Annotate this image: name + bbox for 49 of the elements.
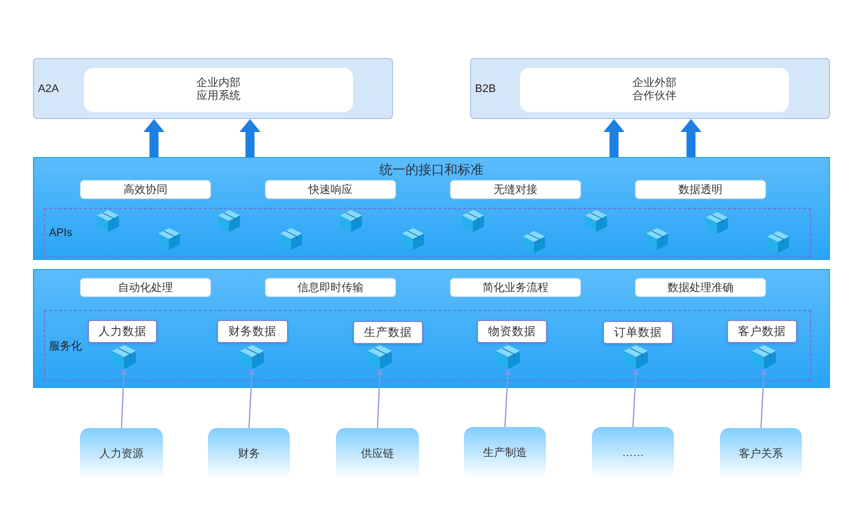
arrow bbox=[504, 369, 511, 428]
cube-icon bbox=[752, 345, 776, 369]
block-arrow bbox=[680, 119, 702, 157]
feature-tag: 信息即时传输 bbox=[265, 278, 396, 297]
arrow bbox=[120, 369, 127, 428]
data-tag: 财务数据 bbox=[217, 320, 288, 343]
feature-tag: 简化业务流程 bbox=[450, 278, 581, 297]
feature-tag: 数据处理准确 bbox=[635, 278, 766, 297]
feature-tag: 数据透明 bbox=[635, 180, 766, 199]
group-label: 服务化 bbox=[49, 339, 82, 353]
source-box: 财务 bbox=[208, 428, 290, 479]
data-tag: 订单数据 bbox=[603, 321, 673, 344]
system-box: 企业外部合作伙伴 bbox=[520, 68, 789, 112]
block-arrow bbox=[144, 119, 164, 157]
dashed-group bbox=[44, 208, 811, 257]
source-box: 客户关系 bbox=[720, 428, 802, 479]
feature-tag: 高效协同 bbox=[80, 180, 211, 199]
arrow bbox=[632, 369, 639, 428]
data-tag: 生产数据 bbox=[353, 321, 423, 344]
layer-label: A2A bbox=[38, 82, 59, 94]
source-box: 供应链 bbox=[336, 428, 419, 479]
feature-tag: 快速响应 bbox=[265, 180, 396, 199]
feature-tag: 自动化处理 bbox=[80, 278, 211, 297]
layer-panel bbox=[33, 269, 830, 388]
layer-panel bbox=[33, 157, 830, 260]
data-tag: 人力数据 bbox=[88, 320, 157, 343]
system-box: 企业内部应用系统 bbox=[84, 68, 353, 112]
data-tag: 物资数据 bbox=[477, 320, 547, 343]
block-arrow bbox=[240, 119, 260, 157]
dashed-group bbox=[44, 310, 811, 381]
layer-panel bbox=[33, 58, 393, 119]
block-arrow bbox=[604, 119, 624, 157]
feature-tag: 无缝对接 bbox=[450, 180, 581, 199]
cube-icon bbox=[368, 345, 392, 369]
arrow bbox=[760, 369, 767, 428]
group-label: APIs bbox=[49, 226, 72, 238]
cube-icon bbox=[496, 345, 520, 369]
source-box: …… bbox=[592, 427, 674, 478]
arrow bbox=[248, 369, 255, 428]
layer-label: B2B bbox=[475, 82, 496, 94]
cube-icon bbox=[624, 345, 648, 369]
source-box: 人力资源 bbox=[80, 428, 163, 479]
cube-icon bbox=[112, 345, 136, 369]
arrow bbox=[376, 369, 383, 428]
layer-title: 统一的接口和标准 bbox=[380, 161, 484, 179]
source-box: 生产制造 bbox=[464, 427, 546, 478]
data-tag: 客户数据 bbox=[727, 320, 797, 343]
layer-panel bbox=[470, 58, 830, 119]
cube-icon bbox=[240, 345, 264, 369]
